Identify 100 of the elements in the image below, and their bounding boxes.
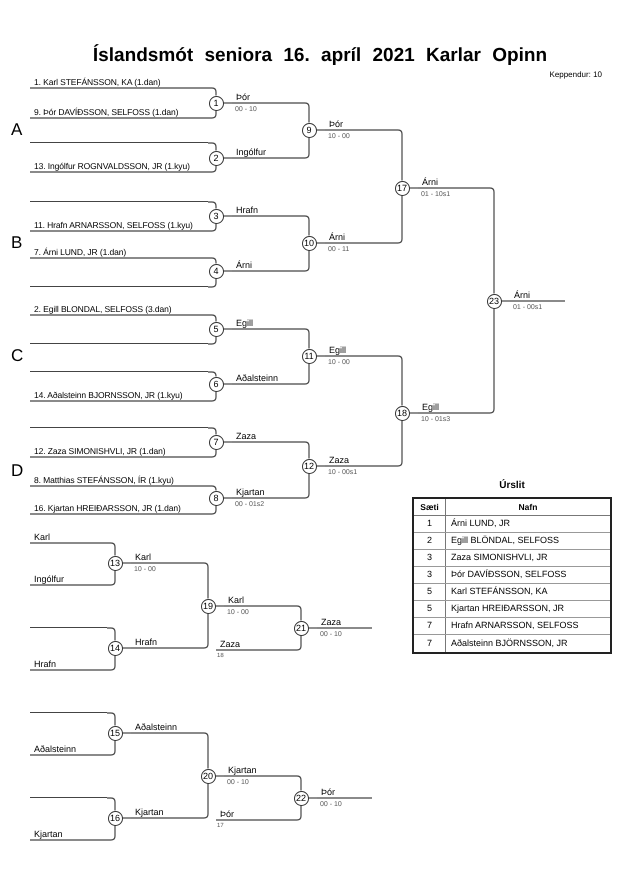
- player-name: Hrafn: [232, 204, 305, 216]
- player-name: Zaza: [232, 430, 305, 442]
- bracket-line: [208, 427, 217, 434]
- bracket-line: [216, 806, 302, 821]
- bracket-line: [30, 224, 217, 232]
- name-cell-text: Kjartan HREIÐARSSON, JR: [450, 602, 566, 616]
- player-name: Árni: [325, 231, 398, 243]
- bracket-line: [232, 250, 310, 272]
- bracket-line: [208, 142, 217, 150]
- bracket-line: [30, 485, 217, 491]
- bracket-line: [30, 506, 217, 515]
- empty-entry-line: [30, 286, 208, 288]
- bracket-line: [510, 300, 565, 302]
- title: Íslandsmót seniora 16. apríl 2021 Karlar Opinn: [92, 43, 548, 68]
- player-name: Karl: [131, 551, 204, 563]
- bracket-line: [208, 278, 217, 288]
- empty-entry-line: [30, 142, 208, 144]
- bracket-line: [325, 196, 403, 244]
- player-name: Zaza: [317, 616, 372, 628]
- player-name: Þór: [325, 118, 398, 130]
- player-name: Karl: [224, 594, 297, 606]
- player-name: Aðalsteinn: [232, 372, 305, 384]
- bracket-line: [30, 257, 217, 264]
- group-letter: B: [11, 234, 22, 251]
- player-name: Árni: [510, 289, 565, 301]
- player-name: Ingólfur: [30, 573, 111, 585]
- bracket-line: [30, 570, 116, 586]
- player-name: Þór: [232, 91, 305, 103]
- bracket-line: [232, 102, 310, 122]
- rank-cell: 2: [414, 533, 446, 549]
- player-name: Kjartan: [30, 828, 111, 840]
- bracket-line: [325, 355, 403, 406]
- bracket-line: [232, 215, 310, 236]
- column-header: Nafn: [518, 500, 538, 514]
- bracket-line: [325, 420, 403, 467]
- bracket-line: [232, 328, 310, 348]
- empty-entry-line: [30, 371, 208, 374]
- player-name: 14. Aðalsteinn BJORNSSON, JR (1.kyu): [30, 389, 212, 401]
- bracket-line: [30, 542, 116, 556]
- empty-entry-line: [30, 343, 208, 346]
- bracket-line: [30, 314, 217, 322]
- group-letter: C: [11, 347, 24, 364]
- bracket-line: [232, 138, 310, 159]
- rank-cell: 1: [414, 516, 446, 532]
- player-name: Egill: [232, 317, 305, 329]
- player-name: 8. Matthias STEFÁNSSON, ÍR (1.kyu): [30, 474, 212, 486]
- name-cell-text: Þór DAVÍÐSSON, SELFOSS: [450, 568, 568, 582]
- player-name: Kjartan: [224, 764, 297, 776]
- bracket-line: [325, 129, 403, 180]
- name-cell-text: Hrafn ARNARSSON, SELFOSS: [450, 619, 580, 632]
- player-name: Zaza: [325, 454, 398, 466]
- bracket-line: [418, 187, 495, 294]
- player-name: Þór: [317, 786, 372, 798]
- bracket-line: [30, 110, 217, 119]
- empty-entry-line: [30, 797, 107, 800]
- player-name: Kjartan: [131, 806, 204, 818]
- column-header: Sæti: [414, 499, 446, 515]
- bracket-line: [30, 740, 116, 756]
- player-name: 1. Karl STEFÁNSSON, KA (1.dan): [30, 76, 212, 88]
- rank-cell: 3: [414, 550, 446, 566]
- bracket-line: [107, 797, 116, 810]
- rank-cell: 5: [414, 584, 446, 600]
- bracket-line: [30, 826, 116, 841]
- empty-entry-line: [30, 201, 208, 204]
- name-cell-text: Zaza SIMONISHVLI, JR: [450, 551, 549, 564]
- bracket-line: [208, 201, 217, 208]
- bracket-line: [224, 605, 302, 620]
- bracket-line: [30, 392, 217, 402]
- player-name: 2. Egill BLONDAL, SELFOSS (3.dan): [30, 303, 212, 315]
- bracket-line: [224, 775, 302, 790]
- player-name: Aðalsteinn: [131, 721, 204, 733]
- bracket-line: [30, 656, 116, 671]
- player-name: Þór: [216, 808, 297, 820]
- empty-entry-line: [30, 712, 107, 714]
- player-name: Karl: [30, 531, 111, 543]
- bracket-line: [30, 450, 217, 458]
- bracket-line: [131, 562, 209, 598]
- player-name: Zaza: [216, 638, 297, 650]
- player-name: Egill: [418, 401, 490, 413]
- name-cell-text: Egill BLÖNDAL, SELFOSS: [450, 534, 560, 548]
- results-heading: Úrslit: [498, 478, 526, 493]
- bracket-line: [208, 371, 217, 377]
- bracket-line: [131, 732, 209, 768]
- bracket-line: [131, 614, 209, 649]
- player-name: Árni: [418, 176, 490, 188]
- name-cell-text: Karl STEFÁNSSON, KA: [450, 585, 549, 598]
- player-name: Hrafn: [131, 636, 204, 648]
- bracket-line: [418, 308, 495, 414]
- group-letter: D: [11, 462, 24, 479]
- bracket-line: [131, 784, 209, 819]
- player-name: Hrafn: [30, 658, 111, 670]
- rank-cell: 5: [414, 601, 446, 617]
- player-name: Aðalsteinn: [30, 743, 111, 755]
- empty-entry-line: [30, 427, 208, 430]
- name-cell-text: Aðalsteinn BJÖRNSSON, JR: [450, 636, 569, 650]
- rank-cell: 3: [414, 567, 446, 583]
- player-name: Ingólfur: [232, 146, 305, 158]
- bracket-line: [208, 336, 217, 345]
- name-cell-text: Árni LUND, JR: [450, 517, 512, 530]
- bracket-line: [232, 364, 310, 385]
